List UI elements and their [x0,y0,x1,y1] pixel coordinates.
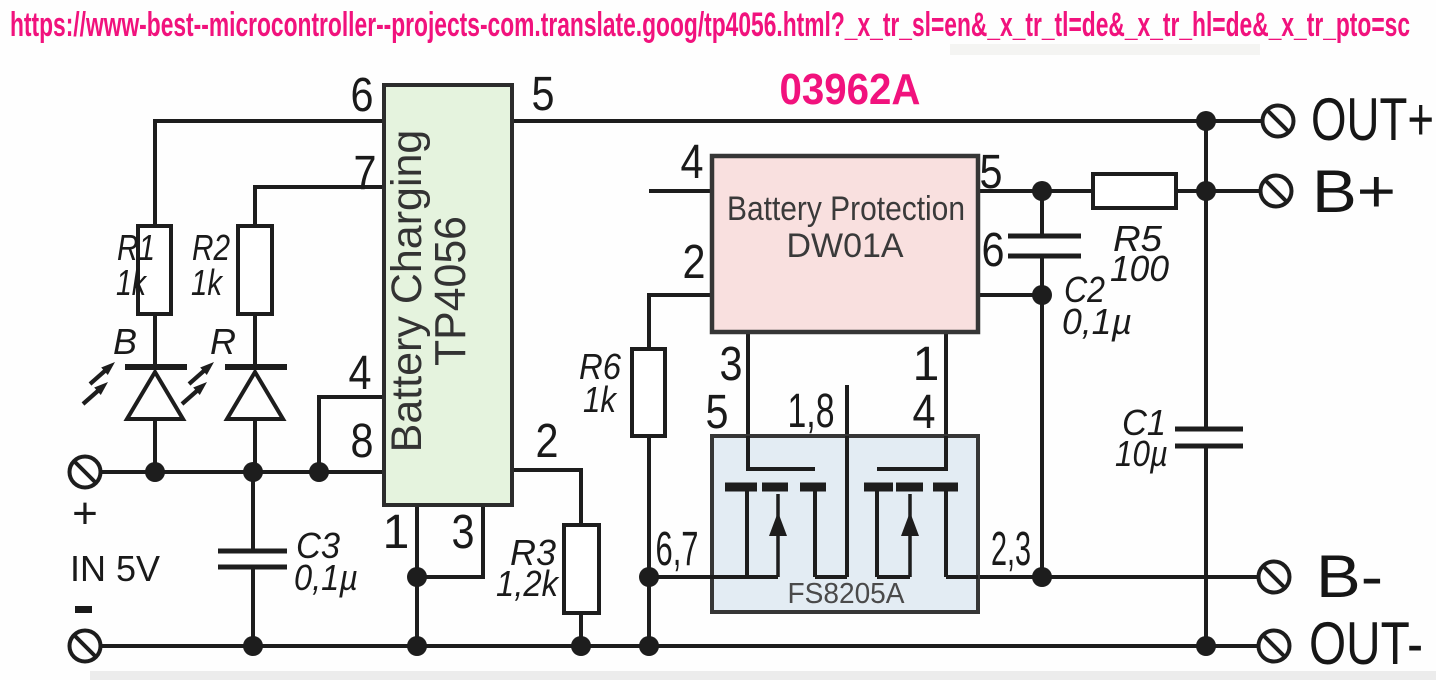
svg-text:Battery Charging: Battery Charging [383,130,431,453]
svg-text:6: 6 [351,69,374,122]
svg-text:8: 8 [351,415,374,468]
svg-text:4: 4 [913,386,936,439]
svg-text:B: B [113,321,137,362]
svg-text:1: 1 [383,506,410,559]
svg-text:IN 5V: IN 5V [70,548,160,589]
svg-text:3: 3 [452,506,475,559]
svg-text:5: 5 [980,146,1003,199]
svg-text:5: 5 [706,386,729,439]
svg-text:R: R [210,321,236,362]
svg-text:R3: R3 [510,532,556,573]
svg-text:0,1µ: 0,1µ [294,557,358,598]
svg-text:FS8205A: FS8205A [788,578,906,610]
svg-text:TP4056: TP4056 [426,216,475,366]
svg-text:R2: R2 [192,227,230,268]
svg-text:0,1µ: 0,1µ [1062,301,1132,342]
svg-text:1,8: 1,8 [788,385,835,438]
svg-text:C3: C3 [296,525,340,566]
svg-text:OUT-: OUT- [1309,610,1423,677]
svg-text:DW01A: DW01A [787,227,904,265]
svg-text:B-: B- [1316,543,1383,610]
svg-text:OUT+: OUT+ [1311,86,1434,153]
svg-text:4: 4 [349,347,372,400]
svg-text:100: 100 [1110,248,1169,289]
svg-text:5: 5 [532,68,555,121]
svg-text:10µ: 10µ [1115,433,1168,474]
svg-text:B+: B+ [1312,158,1396,225]
svg-text:7: 7 [354,147,377,200]
svg-text:C2: C2 [1064,269,1105,310]
svg-text:1,2k: 1,2k [496,563,560,604]
svg-text:6,7: 6,7 [656,523,699,576]
svg-text:3: 3 [720,338,743,391]
svg-text:1: 1 [913,338,940,391]
svg-text:1k: 1k [583,379,618,420]
svg-text:4: 4 [681,136,704,189]
svg-text:2: 2 [683,236,706,289]
svg-text:1k: 1k [116,262,148,303]
svg-text:03962A: 03962A [780,65,921,114]
svg-text:6: 6 [982,224,1005,277]
svg-text:2: 2 [536,415,559,468]
svg-text:+: + [72,489,98,538]
svg-text:Battery Protection: Battery Protection [727,190,965,228]
svg-text:R1: R1 [117,227,155,268]
svg-text:2,3: 2,3 [991,523,1031,576]
svg-text:C1: C1 [1122,402,1166,443]
svg-text:R5: R5 [1113,218,1163,259]
svg-text:R6: R6 [579,346,622,387]
svg-text:https://www-best--microcontrol: https://www-best--microcontroller--proje… [10,6,1410,44]
svg-text:1k: 1k [191,262,224,303]
